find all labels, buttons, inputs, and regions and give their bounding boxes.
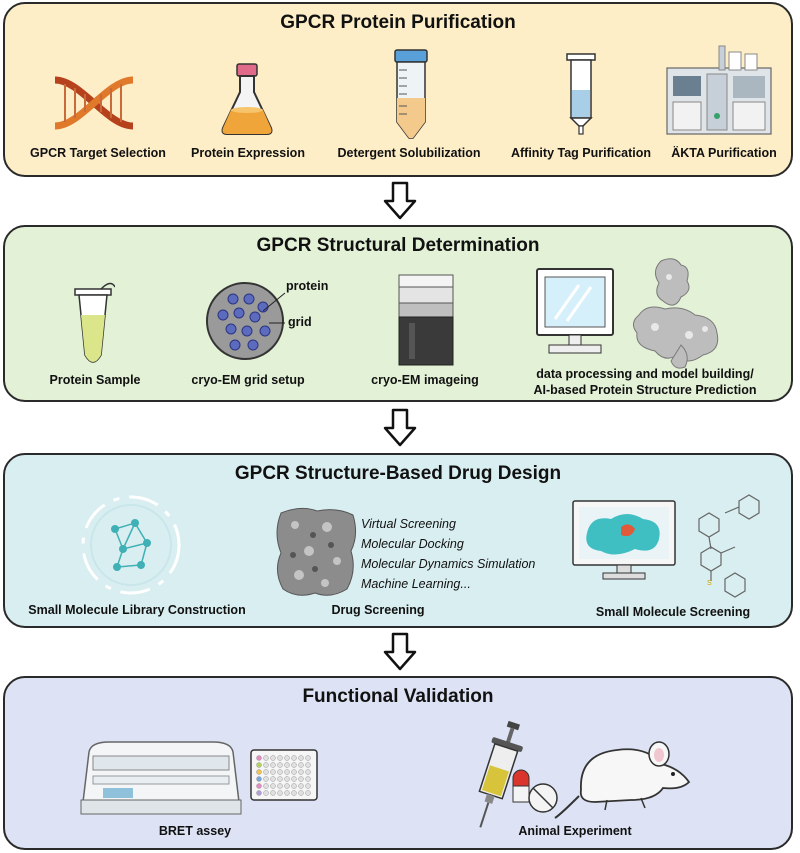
syringe-icon (478, 720, 523, 828)
em-grid-icon (206, 282, 284, 360)
plate-reader-icon (80, 741, 242, 815)
label-protein: protein (286, 279, 329, 293)
panel-title: GPCR Structure-Based Drug Design (234, 463, 562, 484)
method-molecular-dynamics: Molecular Dynamics Simulation (361, 557, 536, 571)
panel-title: Functional Validation (302, 686, 494, 707)
flask-icon (221, 63, 273, 135)
svg-text:S: S (707, 580, 712, 587)
step-affinity-tag-purification: Affinity Tag Purification (510, 146, 652, 160)
step-cryo-em-imaging: cryo-EM imageing (371, 373, 479, 387)
panel-structural-determination: GPCR Structural Determination Protein Sa… (3, 225, 793, 402)
docking-monitor-icon (572, 500, 676, 580)
down-arrow-icon (383, 408, 417, 447)
molecule-structure-icon: S (698, 494, 760, 598)
well-plate-icon (250, 749, 318, 801)
grid-label-pointer (263, 292, 286, 324)
centrifuge-tube-icon (394, 49, 428, 139)
microscope-icon (398, 274, 454, 366)
method-machine-learning: Machine Learning... (361, 577, 471, 591)
processing-line-2: AI-based Protein Structure Prediction (533, 383, 757, 397)
label-grid: grid (288, 315, 312, 329)
dna-icon (54, 76, 134, 130)
step-detergent-solubilization: Detergent Solubilization (337, 146, 481, 160)
panel-drug-design: GPCR Structure-Based Drug Design Small M… (3, 453, 793, 628)
panel-title: GPCR Structural Determination (256, 235, 540, 256)
monitor-icon (536, 268, 614, 354)
step-protein-expression: Protein Expression (191, 146, 305, 160)
panel-protein-purification: GPCR Protein Purification GPCR Target Se… (3, 2, 793, 177)
step-protein-sample: Protein Sample (49, 373, 141, 387)
step-cryo-em-grid-setup: cryo-EM grid setup (191, 373, 305, 387)
column-icon (566, 53, 596, 135)
step-target-selection: GPCR Target Selection (30, 146, 166, 160)
step-akta-purification: ÄKTA Purification (671, 146, 777, 160)
panel-title: GPCR Protein Purification (280, 12, 516, 33)
processing-line-1: data processing and model building/ (536, 367, 754, 381)
down-arrow-icon (383, 181, 417, 220)
protein-surface-icon (276, 507, 357, 596)
mouse-icon (554, 741, 691, 819)
microtube-icon (74, 282, 115, 363)
method-molecular-docking: Molecular Docking (361, 537, 464, 551)
step-small-molecule-screening: Small Molecule Screening (595, 605, 751, 619)
step-animal-experiment: Animal Experiment (518, 824, 632, 838)
method-virtual-screening: Virtual Screening (361, 517, 456, 531)
panel-functional-validation: Functional Validation BRET assey (3, 676, 793, 850)
step-library-construction: Small Molecule Library Construction (28, 603, 246, 617)
akta-instrument-icon (666, 45, 772, 135)
step-bret-assay: BRET assey (158, 824, 232, 838)
down-arrow-icon (383, 632, 417, 671)
protein-density-icon (633, 258, 719, 369)
pills-icon (512, 769, 558, 813)
step-drug-screening: Drug Screening (331, 603, 425, 617)
network-icon (81, 495, 181, 595)
